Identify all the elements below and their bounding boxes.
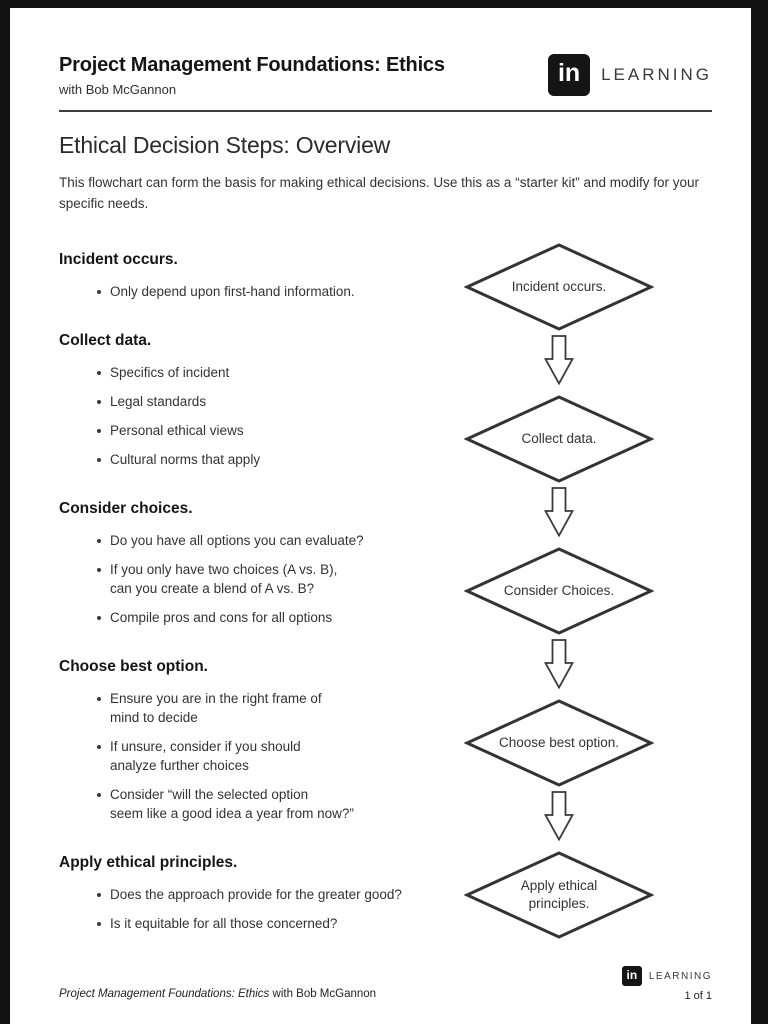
section-heading: Consider choices. [59,500,193,517]
bullet-dot-icon [97,568,101,572]
down-arrow-icon [543,791,575,841]
bullet-item: Only depend upon first-hand information. [97,282,459,301]
bullet-text: If unsure, consider if you should analyz… [110,739,301,773]
section-heading: Apply ethical principles. [59,854,238,871]
bullet-item: If unsure, consider if you should analyz… [97,737,459,775]
bullet-item: Consider “will the selected option seem … [97,785,459,823]
down-arrow-icon [543,335,575,385]
down-arrow-icon [543,639,575,689]
bullet-text: Consider “will the selected option seem … [110,787,354,821]
bullet-dot-icon [97,616,101,620]
linkedin-logo-icon: in [621,966,642,986]
decision-step-section: Collect data. Specifics of incident Lega… [59,332,459,469]
bullet-item: Do you have all options you can evaluate… [97,531,459,550]
course-title: Project Management Foundations: Ethics [59,54,445,76]
diamond-shape [464,243,654,331]
footer-brand-name: LEARNING [648,970,712,982]
bullet-item: Cultural norms that apply [97,450,459,469]
bullet-dot-icon [97,793,101,797]
document-footer: Project Management Foundations: Ethics w… [59,966,712,1002]
down-arrow-icon [543,487,575,537]
decision-step-section: Choose best option. Ensure you are in th… [59,658,459,823]
bullet-item: Legal standards [97,392,459,411]
bullet-item: If you only have two choices (A vs. B), … [97,560,459,598]
section-heading: Incident occurs. [59,251,178,268]
bullet-dot-icon [97,458,101,462]
bullet-dot-icon [97,539,101,543]
decision-step-section: Consider choices. Do you have all option… [59,500,459,627]
bullet-dot-icon [97,893,101,897]
bullet-text: Specifics of incident [110,365,230,380]
footer-brand: in LEARNING [621,966,712,986]
bullet-item: Personal ethical views [97,421,459,440]
brand-name: LEARNING [601,65,712,84]
document-header: Project Management Foundations: Ethics w… [59,54,712,97]
section-heading: Choose best option. [59,658,208,675]
sections-column: Incident occurs. Only depend upon first-… [59,251,459,964]
linkedin-logo-icon: in [548,54,591,96]
content-columns: Incident occurs. Only depend upon first-… [59,243,712,964]
bullet-list: Does the approach provide for the greate… [59,885,459,933]
bullet-list: Specifics of incident Legal standards Pe… [59,363,459,469]
bullet-text: Only depend upon first-hand information. [110,284,355,299]
diamond-shape [464,699,654,787]
flowchart-diamond: Apply ethical principles. [464,851,654,939]
bullet-text: Cultural norms that apply [110,452,261,467]
diamond-label: Choose best option. [498,735,620,750]
bullet-dot-icon [97,429,101,433]
bullet-list: Do you have all options you can evaluate… [59,531,459,627]
footer-course-line: Project Management Foundations: Ethics w… [59,988,376,1002]
bullet-text: Legal standards [110,394,207,409]
bullet-item: Is it equitable for all those concerned? [97,914,459,933]
bullet-item: Ensure you are in the right frame of min… [97,689,459,727]
header-titles: Project Management Foundations: Ethics w… [59,54,445,97]
bullet-list: Only depend upon first-hand information. [59,282,459,301]
header-divider [59,110,712,112]
diamond-shape [464,547,654,635]
bullet-text: Do you have all options you can evaluate… [110,533,364,548]
page-number: 1 of 1 [684,990,712,1002]
bullet-item: Does the approach provide for the greate… [97,885,459,904]
diamond-shape [464,851,654,939]
decision-step-section: Apply ethical principles. Does the appro… [59,854,459,933]
linkedin-learning-brand: in LEARNING [548,54,712,96]
bullet-dot-icon [97,745,101,749]
flowchart-diamond: Consider Choices. [464,547,654,635]
diamond-label: Apply ethical principles. [520,878,598,911]
intro-paragraph: This flowchart can form the basis for ma… [59,175,699,211]
bullet-text: Compile pros and cons for all options [110,610,333,625]
bullet-dot-icon [97,922,101,926]
bullet-item: Specifics of incident [97,363,459,382]
flowchart-diamond: Collect data. [464,395,654,483]
bullet-list: Ensure you are in the right frame of min… [59,689,459,823]
diamond-label: Incident occurs. [511,279,607,294]
bullet-text: Personal ethical views [110,423,244,438]
flowchart-column: Incident occurs. Collect data. Consider … [459,243,659,964]
footer-course-title: Project Management Foundations: Ethics [59,988,270,1000]
bullet-text: If you only have two choices (A vs. B), … [110,562,338,596]
flowchart-diamond: Choose best option. [464,699,654,787]
author-line: with Bob McGannon [59,82,177,97]
bullet-dot-icon [97,400,101,404]
diamond-shape [464,395,654,483]
document-page: Project Management Foundations: Ethics w… [10,8,751,1024]
section-heading: Collect data. [59,332,152,349]
footer-author-suffix: with Bob McGannon [269,988,377,1000]
bullet-item: Compile pros and cons for all options [97,608,459,627]
bullet-text: Ensure you are in the right frame of min… [110,691,322,725]
bullet-text: Is it equitable for all those concerned? [110,916,338,931]
bullet-text: Does the approach provide for the greate… [110,887,402,902]
bullet-dot-icon [97,290,101,294]
bullet-dot-icon [97,371,101,375]
flowchart-diamond: Incident occurs. [464,243,654,331]
page-title: Ethical Decision Steps: Overview [59,132,391,158]
footer-brand-block: in LEARNING 1 of 1 [621,966,712,1002]
diamond-label: Consider Choices. [503,583,615,598]
bullet-dot-icon [97,697,101,701]
decision-step-section: Incident occurs. Only depend upon first-… [59,251,459,301]
diamond-label: Collect data. [521,431,597,446]
